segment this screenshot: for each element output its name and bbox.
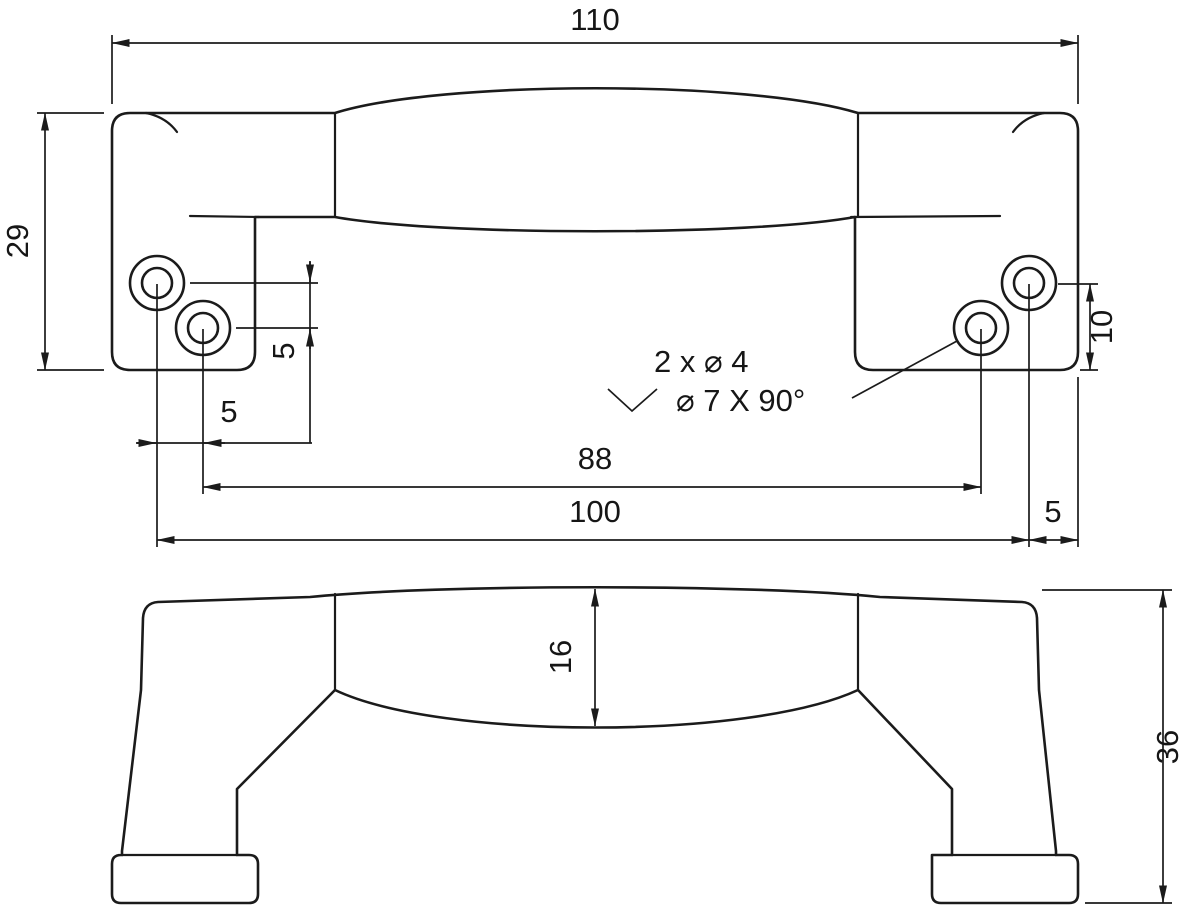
dimension-grip-thickness: 16 — [543, 588, 599, 727]
grip-bottom-edge-right — [849, 214, 1002, 219]
dim-label-hole-to-edge-vertical: 10 — [1084, 310, 1119, 344]
dimension-overall-length: 110 — [111, 2, 1079, 104]
dimension-hole-to-edge-horizontal: 5 — [1028, 377, 1079, 547]
hole-note-callout: 2 x ⌀ 4 ⌀ 7 X 90° — [607, 340, 958, 418]
dimension-hole-offset-vertical: 5 — [190, 261, 318, 443]
front-view: 16 36 — [110, 585, 1185, 905]
mounting-holes — [128, 254, 1058, 357]
handle-front-view-outline — [110, 585, 1080, 905]
handle-silhouette-front — [110, 585, 1080, 905]
countersink-note-text: ⌀ 7 X 90° — [676, 383, 805, 418]
dimension-hole-spacing-outer: 100 — [156, 284, 1030, 547]
countersink-symbol-icon — [607, 388, 658, 413]
dim-label-hole-spacing-outer: 100 — [569, 494, 621, 529]
dim-label-hole-offset-vertical: 5 — [266, 342, 301, 359]
shoulder-arc-right — [1011, 111, 1046, 134]
top-view: 110 29 5 5 88 — [0, 2, 1119, 547]
dim-label-overall-depth: 29 — [0, 224, 35, 258]
shoulder-arc-left — [144, 111, 179, 134]
dimension-hole-offset-horizontal: 5 — [136, 394, 312, 447]
dim-label-hole-spacing-inner: 88 — [578, 441, 612, 476]
grip-bottom-edge-left — [188, 214, 261, 219]
handle-silhouette-top — [110, 86, 1080, 372]
dim-label-hole-offset-horizontal: 5 — [220, 394, 237, 429]
dim-label-overall-height: 36 — [1150, 730, 1185, 764]
dimension-hole-to-edge-vertical: 10 — [1058, 283, 1119, 371]
dimension-overall-height: 36 — [1042, 589, 1185, 904]
hole-note-text: 2 x ⌀ 4 — [654, 344, 748, 379]
dim-label-grip-thickness: 16 — [543, 640, 578, 674]
handle-top-view-outline — [110, 86, 1080, 372]
dimension-hole-spacing-inner: 88 — [202, 329, 982, 494]
dimension-overall-depth: 29 — [0, 112, 104, 371]
dim-label-hole-to-edge-horizontal: 5 — [1044, 494, 1061, 529]
leader-line — [851, 340, 958, 399]
dim-label-overall-length: 110 — [570, 2, 619, 37]
